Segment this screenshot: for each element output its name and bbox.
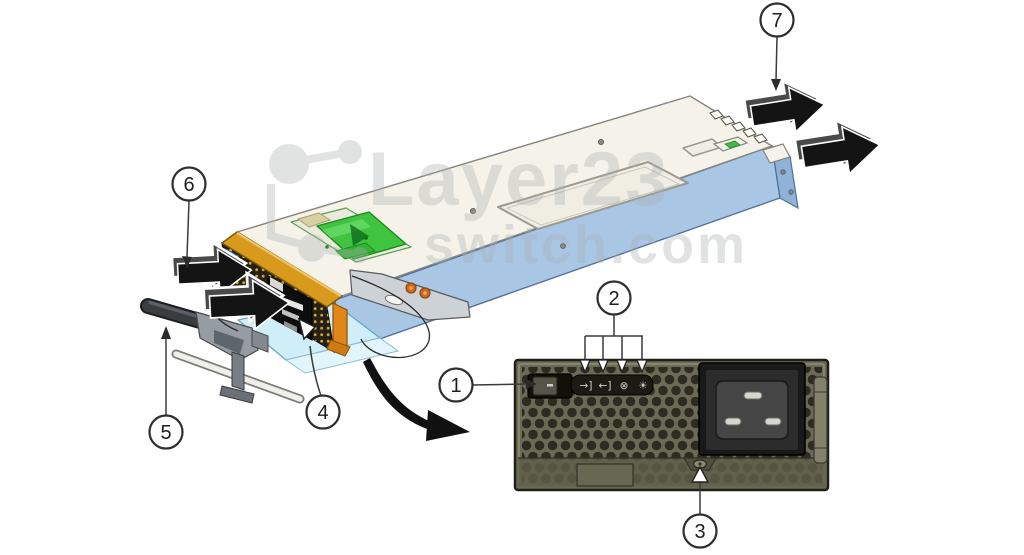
removal-arrow-2-icon (791, 112, 885, 183)
latch-pad (296, 212, 332, 228)
removal-arrow-1-icon (741, 74, 830, 141)
led-strip: →] ←] ⊗ ☀ (570, 374, 654, 396)
rear-fins (709, 109, 768, 144)
callout-5-number: 5 (160, 422, 171, 444)
handle-linkage (195, 311, 269, 404)
fan-led-icon: ☀ (638, 380, 647, 392)
callout-4-number: 4 (317, 402, 328, 424)
green-latch-assembly (290, 207, 412, 263)
inlet-slot-left (724, 417, 742, 426)
watermark-logo (267, 140, 368, 263)
indicator-lights (405, 282, 431, 299)
callout-2-arrowheads-icon (579, 359, 648, 374)
linkage-pin (231, 351, 245, 391)
rear-notch (762, 143, 791, 164)
callout-2: 2 (579, 280, 648, 374)
side-bracket (349, 269, 471, 321)
callout-2-number: 2 (608, 288, 619, 310)
callout-1-number: 1 (450, 375, 461, 397)
chassis-screws (469, 138, 794, 249)
watermark: Layer23 switch.com (267, 137, 748, 275)
rear-latch-mark (712, 136, 749, 152)
callout-6-number: 6 (183, 174, 194, 196)
callout-7-number: 7 (771, 10, 782, 32)
ac-input-led-icon: →] (580, 380, 593, 392)
bail-wire-right (351, 275, 431, 359)
callout-6-arrowhead-icon (182, 256, 192, 268)
callout-3-number: 3 (694, 521, 705, 543)
callout-7: 7 (759, 2, 795, 91)
detail-pointer-arrow (363, 358, 470, 441)
panel-bottom-lip (518, 457, 825, 487)
callout-1-arrowhead-icon (526, 379, 537, 389)
watermark-line1: Layer23 (368, 137, 669, 222)
watermark-line2: switch.com (424, 215, 748, 275)
dc-output-led-icon: ←] (599, 380, 612, 392)
panel-latch-bar (813, 376, 828, 464)
callout-5: 5 (148, 326, 184, 450)
callout-7-arrowhead-icon (771, 79, 781, 91)
orange-guide (326, 302, 351, 357)
inlet-slot-top (743, 391, 763, 400)
power-switch (527, 373, 573, 399)
callout-1: 1 (438, 367, 537, 403)
callout-4: 4 (297, 317, 341, 430)
callout-3-arrowhead-icon (690, 465, 710, 483)
fault-led-icon: ⊗ (620, 380, 629, 392)
callout-4-arrowhead-icon (297, 317, 317, 341)
lip-plate (576, 463, 634, 487)
callout-6: 6 (171, 166, 207, 268)
rear-panel-detail: →] ←] ⊗ ☀ (513, 358, 830, 492)
top-label-recess (497, 161, 689, 230)
front-gold-bezel (221, 231, 343, 308)
callout-5-arrowhead-icon (161, 326, 171, 339)
power-inlet (698, 362, 806, 456)
callout-3: 3 (682, 465, 718, 549)
inlet-slot-right (764, 417, 782, 426)
psu-unit (140, 95, 799, 404)
